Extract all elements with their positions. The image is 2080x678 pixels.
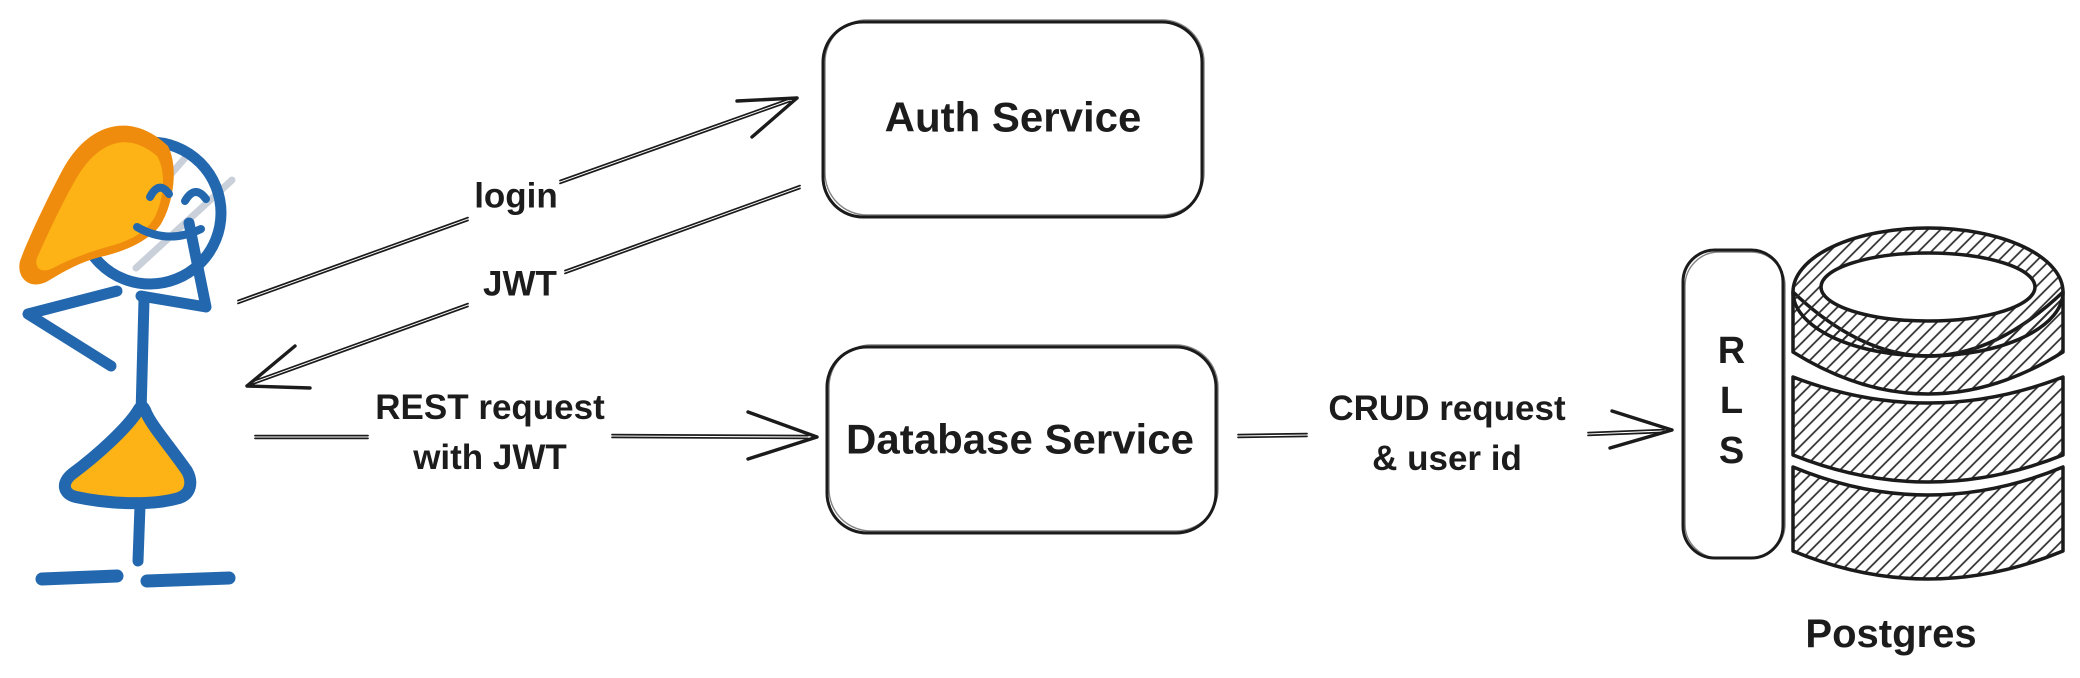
postgres-label: Postgres: [1805, 612, 1977, 656]
crud-arrow-label-line1: CRUD request: [1328, 389, 1566, 428]
database-service-box: [825, 344, 1219, 535]
rls-letter-s: S: [1718, 430, 1746, 472]
rest-arrow-label-line1: REST request: [375, 388, 605, 427]
cylinder-opening: [1819, 251, 2037, 323]
login-arrow-label: login: [474, 176, 558, 216]
arrowhead: [735, 96, 799, 139]
crud-arrow-label: CRUD request & user id: [1328, 384, 1565, 484]
cylinder-band-middle: [1791, 375, 2065, 484]
crud-arrow-label-line2: & user id: [1372, 439, 1522, 478]
user-eye-right: [181, 188, 210, 205]
user-arm-left: [22, 285, 123, 372]
user-eye-left: [146, 183, 173, 201]
auth-service-label: Auth Service: [884, 93, 1142, 141]
rls-letter-r: R: [1717, 330, 1747, 372]
rest-arrow: [254, 410, 819, 461]
user-hair-highlight: [36, 142, 163, 271]
rest-arrow-label-line2: with JWT: [413, 438, 567, 477]
auth-service-box: [821, 19, 1205, 219]
rls-box: [1681, 248, 1786, 560]
user-skirt: [59, 400, 197, 510]
cylinder-band-bottom: [1791, 465, 2065, 581]
crud-arrow: [1237, 409, 1674, 450]
user-body: [135, 294, 150, 420]
jwt-arrow-label: JWT: [483, 264, 557, 304]
rls-letter-l: L: [1719, 380, 1745, 422]
login-arrow: [237, 96, 799, 305]
database-cylinder-icon: [1791, 226, 2065, 581]
stick-figure-user-icon: [19, 125, 236, 588]
arrowhead: [746, 410, 819, 461]
jwt-arrow: [245, 184, 801, 390]
user-foot-right: [140, 571, 236, 588]
rest-arrow-label: REST request with JWT: [375, 383, 605, 483]
user-leg: [132, 500, 146, 567]
user-arm-right: [135, 217, 212, 313]
arrowhead: [245, 344, 312, 390]
database-service-label: Database Service: [846, 415, 1194, 463]
rls-label: R L S: [1718, 326, 1746, 476]
arrowhead: [1608, 409, 1674, 450]
user-foot-left: [35, 569, 124, 586]
